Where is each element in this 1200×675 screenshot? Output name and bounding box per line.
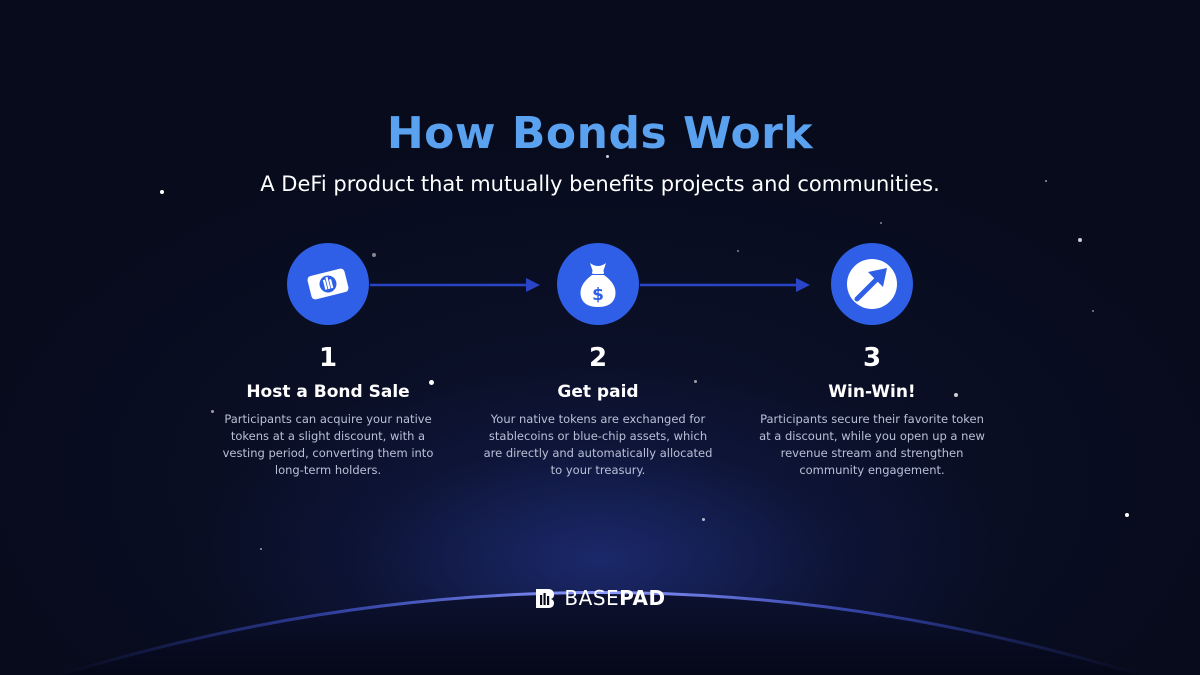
brand-logo: BASEPAD <box>0 586 1200 610</box>
step-2-number: 2 <box>588 343 608 373</box>
step-1-title: Host a Bond Sale <box>246 382 410 402</box>
star <box>211 410 214 413</box>
star <box>372 253 376 257</box>
star <box>1125 513 1129 517</box>
star <box>954 393 958 397</box>
step-2: $ 2 Get paid Your native tokens are exch… <box>468 243 728 479</box>
star <box>1045 180 1047 182</box>
step-3: 3 Win-Win! Participants secure their fav… <box>742 243 1002 479</box>
brand-name-base: BASE <box>564 586 620 610</box>
star <box>1078 238 1082 242</box>
money-bag-icon: $ <box>580 263 616 307</box>
page-title: How Bonds Work <box>386 108 814 159</box>
star <box>880 222 882 224</box>
star <box>737 250 739 252</box>
step-1-icon-circle <box>287 243 369 325</box>
step-2-title: Get paid <box>557 382 639 402</box>
star <box>160 190 164 194</box>
step-1-description: Participants can acquire your native tok… <box>222 412 434 477</box>
step-2-icon-circle: $ <box>557 243 639 325</box>
page-subtitle: A DeFi product that mutually benefits pr… <box>260 172 940 196</box>
step-1-number: 1 <box>318 343 338 373</box>
ticket-icon <box>307 268 349 300</box>
star <box>260 548 262 550</box>
star <box>429 380 434 385</box>
star <box>694 380 697 383</box>
horizon-arc <box>59 591 1141 675</box>
step-3-title: Win-Win! <box>828 382 916 402</box>
step-1: 1 Host a Bond Sale Participants can acqu… <box>198 243 458 479</box>
brand-name: BASEPAD <box>564 586 665 610</box>
star <box>606 155 609 158</box>
arrow-connector-1 <box>370 278 540 292</box>
step-3-description: Participants secure their favorite token… <box>759 412 985 477</box>
step-3-number: 3 <box>862 343 882 373</box>
brand-name-pad: PAD <box>619 586 666 610</box>
step-3-icon-circle <box>831 243 913 325</box>
arrow-up-right-icon <box>847 259 897 309</box>
basepad-logo-icon <box>536 589 555 608</box>
step-2-description: Your native tokens are exchanged for sta… <box>483 412 713 477</box>
arrow-connector-2 <box>640 278 810 292</box>
svg-text:$: $ <box>592 285 604 305</box>
star <box>702 518 705 521</box>
star <box>1092 310 1094 312</box>
